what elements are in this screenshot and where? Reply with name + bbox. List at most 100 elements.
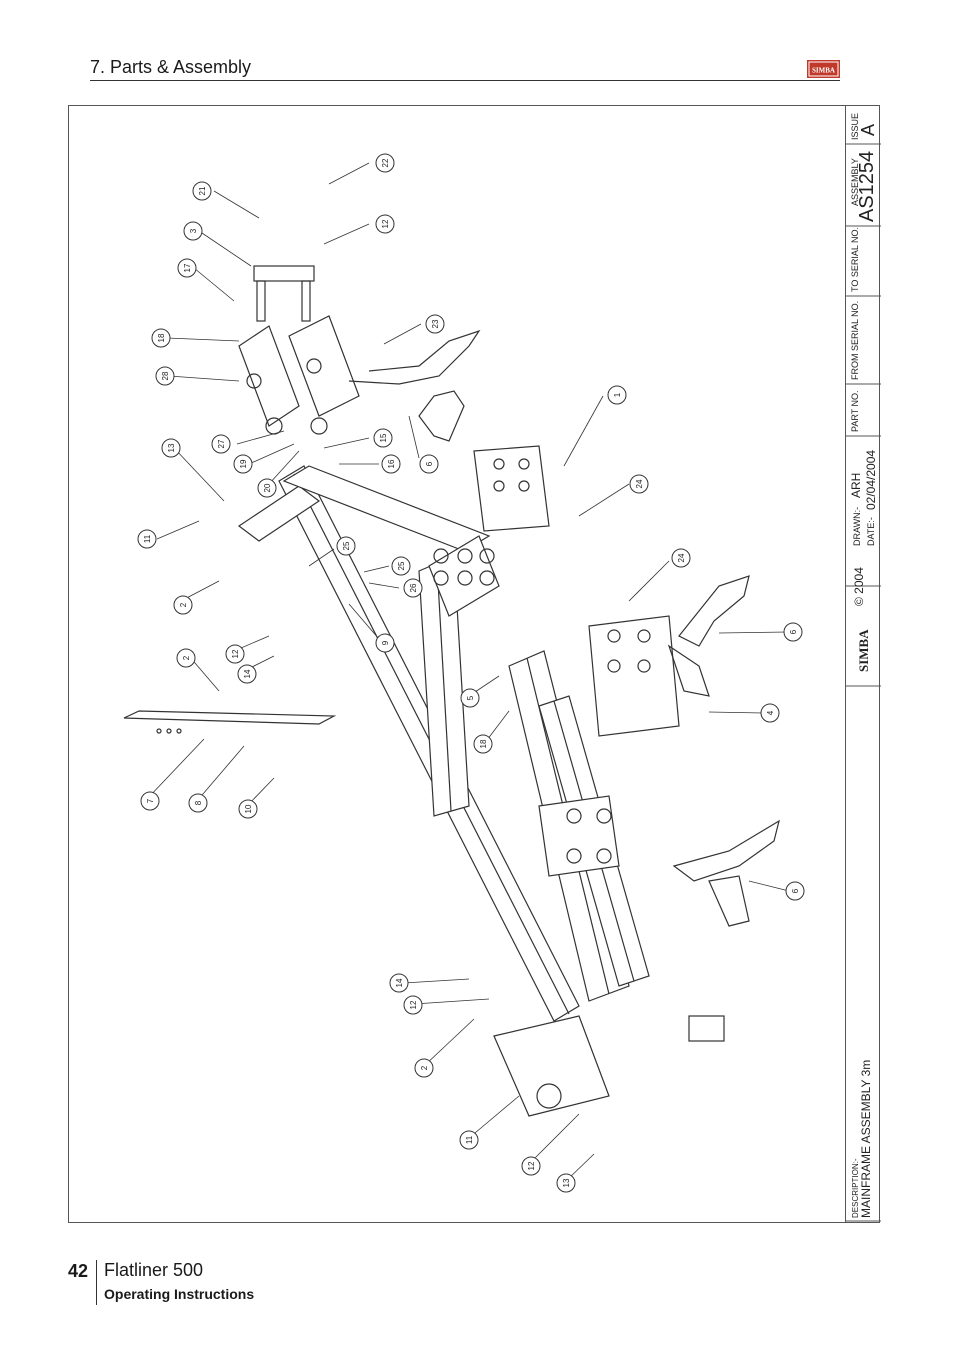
description: MAINFRAME ASSEMBLY 3m [859,1059,873,1218]
to-serial-label: TO SERIAL NO. [850,226,860,292]
upper-beam [282,465,491,817]
callout-balloon [629,474,649,494]
tine-lower [672,819,780,927]
issue-value: A [858,123,878,136]
callout-balloon [473,734,493,754]
date-label: DATE:- [866,517,876,546]
left-toolbar [123,710,337,734]
callout-number: 17 [183,263,192,272]
callout-number: 14 [243,669,252,678]
simba-logo: SIMBA [807,60,840,78]
callout-number: 27 [217,439,226,448]
callout-number: 23 [431,319,440,328]
logo-text: SIMBA [812,67,835,75]
drawing-date: 02/04/2004 [864,449,878,510]
callout-balloon [238,799,258,819]
callout-balloon [257,478,277,498]
from-serial-label: FROM SERIAL NO. [850,300,860,380]
callout-balloon [373,428,393,448]
callout-balloon [375,153,395,173]
callout-balloon [188,793,208,813]
callout-number: 16 [387,459,396,468]
callout-number: 3 [189,228,198,233]
assembly-number: AS1254 [856,150,878,222]
callout-balloon [183,221,203,241]
callout-number: 12 [409,1000,418,1009]
callout-balloon [425,314,445,334]
callout-balloon [211,434,231,454]
exploded-assembly-drawing: 2221312171823281271519131662024112525262… [123,153,805,1193]
callout-balloon [785,881,805,901]
drawn-label: DRAWN:- [852,506,862,546]
title-block-logo-text: SIMBA [856,629,871,672]
footer-rule [96,1260,97,1305]
callout-number: 28 [161,371,170,380]
callout-number: 6 [791,888,800,893]
callout-balloon [419,454,439,474]
callout-number: 18 [479,739,488,748]
callout-number: 4 [766,710,775,715]
part-no-label: PART NO. [850,390,860,432]
copyright: © 2004 [852,567,866,606]
lower-bracket-cluster [538,795,620,877]
title-block: ISSUE A ASSEMBLY AS1254 TO SERIAL NO. FR… [845,106,881,1222]
callout-balloon [671,548,691,568]
callout-balloon [192,181,212,201]
page-number: 42 [68,1261,89,1281]
callout-balloon [155,366,175,386]
callout-number: 13 [562,1178,571,1187]
callout-balloon [173,595,193,615]
document-type: Operating Instructions [104,1286,255,1302]
callout-number: 7 [146,798,155,803]
callout-balloon [140,791,160,811]
callout-balloon [381,454,401,474]
callout-balloon [176,648,196,668]
callout-number: 26 [409,583,418,592]
callout-balloon [391,556,411,576]
callout-number: 12 [527,1161,536,1170]
callout-balloon [177,258,197,278]
callout-number: 6 [425,461,434,466]
top-bracket-assembly [238,265,481,442]
callout-number: 8 [194,800,203,805]
callout-number: 25 [397,561,406,570]
callout-balloon [403,995,423,1015]
callout-balloon [556,1173,576,1193]
header-rule [90,80,840,81]
callout-balloon [607,385,627,405]
mid-plate-cluster [428,445,680,737]
section-title: 7. Parts & Assembly [90,57,252,77]
title-block-grid [846,143,881,1222]
callout-balloon [375,214,395,234]
callout-balloon [459,1130,479,1150]
callout-number: 20 [263,483,272,492]
callout-number: 13 [167,443,176,452]
callout-balloon [783,622,803,642]
callout-number: 11 [465,1135,474,1144]
callout-balloon [375,633,395,653]
lower-leg-and-hitch [493,1015,725,1117]
callout-number: 21 [198,186,207,195]
callout-number: 24 [635,479,644,488]
callout-number: 6 [789,629,798,634]
callout-balloon [137,529,157,549]
callout-balloon [237,664,257,684]
callout-balloon [151,328,171,348]
callout-balloon [336,536,356,556]
callout-balloon [161,438,181,458]
callout-number: 19 [239,459,248,468]
callout-number: 9 [381,640,390,645]
callout-balloon [460,688,480,708]
callout-balloon [414,1058,434,1078]
callout-number: 15 [379,433,388,442]
callout-leaders [146,162,790,1182]
title-block-logo: SIMBA [856,629,871,672]
callout-balloon [233,454,253,474]
callout-balloon [389,973,409,993]
callout-number: 22 [381,158,390,167]
callout-balloon [760,703,780,723]
callout-balloon [521,1156,541,1176]
callout-number: 5 [466,695,475,700]
